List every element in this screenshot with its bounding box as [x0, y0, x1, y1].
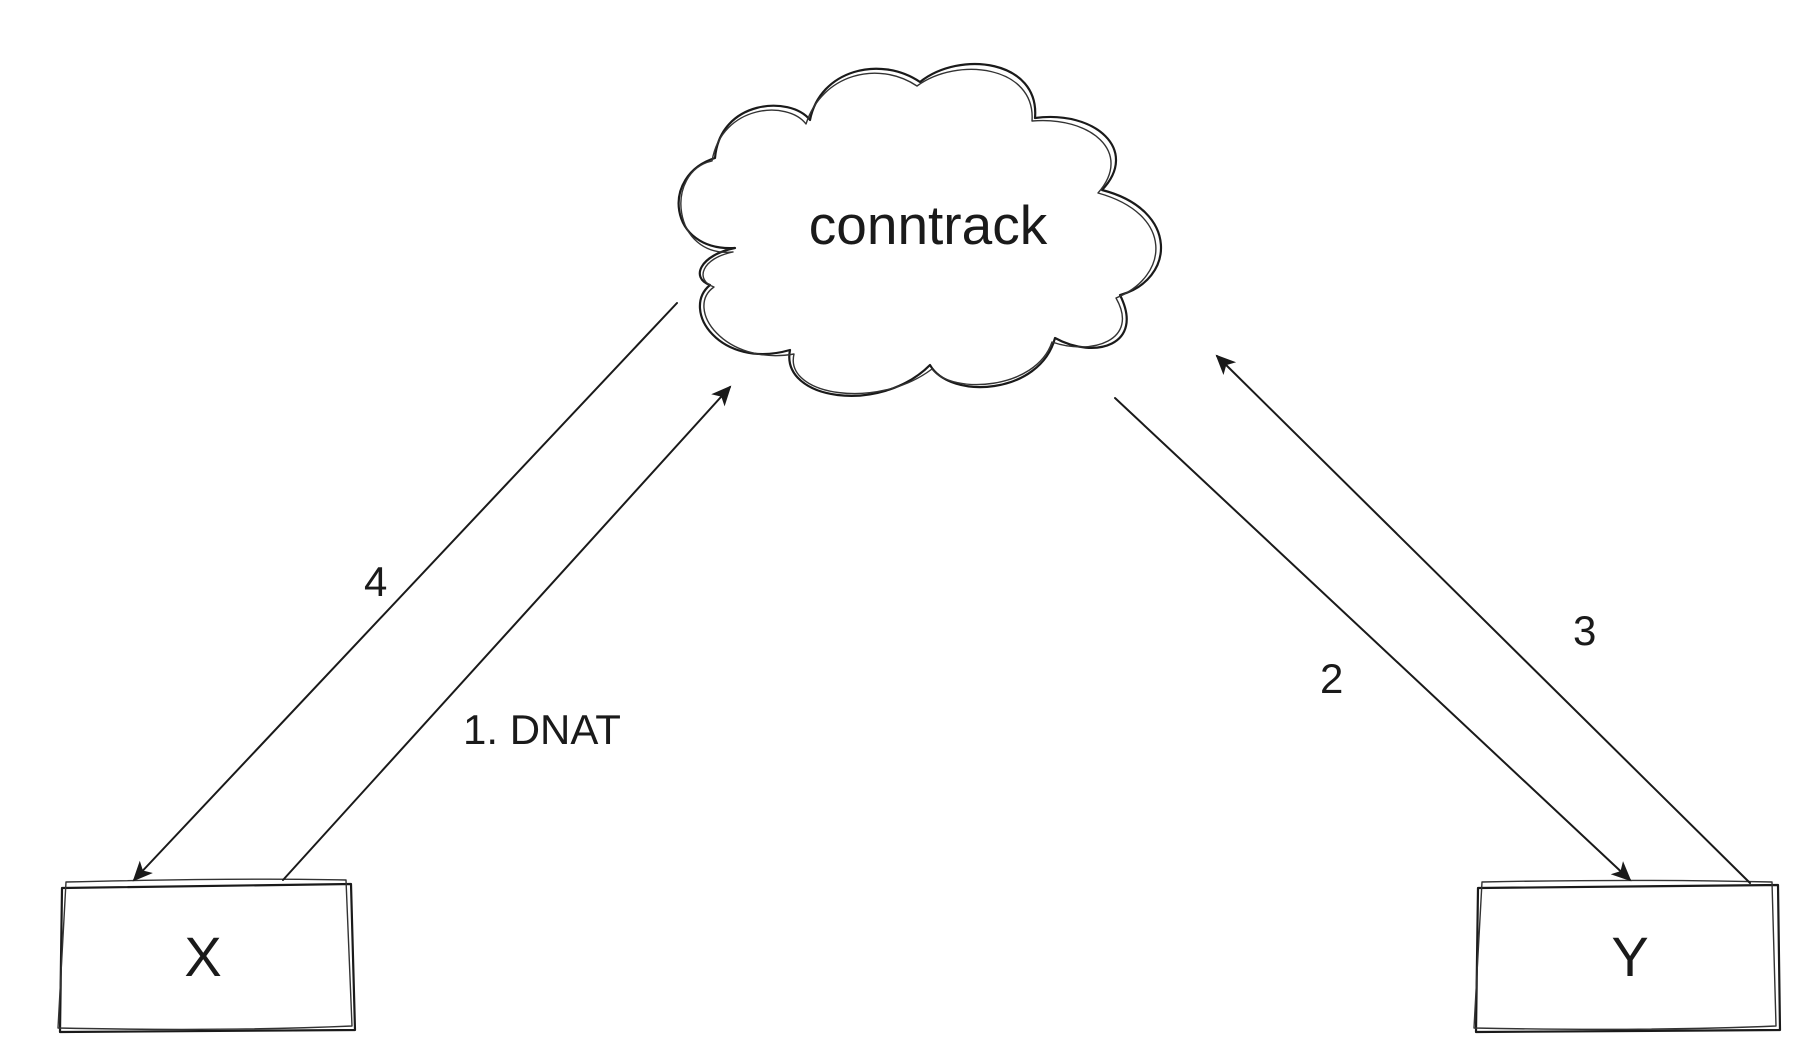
node-y-box-second-stroke [1473, 879, 1777, 1031]
edge-2-label: 2 [1320, 655, 1343, 702]
edge-2-arrow [1114, 397, 1632, 882]
edge-4-arrow [132, 302, 678, 882]
edge-2: 2 [1114, 397, 1632, 882]
edge-1-arrow [282, 385, 732, 881]
cloud-label: conntrack [809, 194, 1048, 256]
edge-4: 4 [132, 302, 678, 882]
cloud-outline [677, 62, 1163, 397]
edge-1-dnat: 1. DNAT [282, 385, 732, 881]
conntrack-cloud: conntrack [677, 62, 1163, 397]
edge-3-label: 3 [1573, 607, 1596, 654]
edge-3-arrow [1215, 354, 1751, 884]
edge-3: 3 [1215, 354, 1751, 884]
edge-4-label: 4 [364, 558, 387, 605]
edge-1-label: 1. DNAT [463, 706, 621, 753]
node-x-box-second-stroke [57, 878, 353, 1031]
node-x: X [57, 878, 357, 1034]
node-y: Y [1473, 879, 1782, 1034]
cloud-outline-second-stroke [680, 68, 1157, 395]
node-y-label: Y [1611, 925, 1648, 988]
node-x-label: X [184, 925, 221, 988]
